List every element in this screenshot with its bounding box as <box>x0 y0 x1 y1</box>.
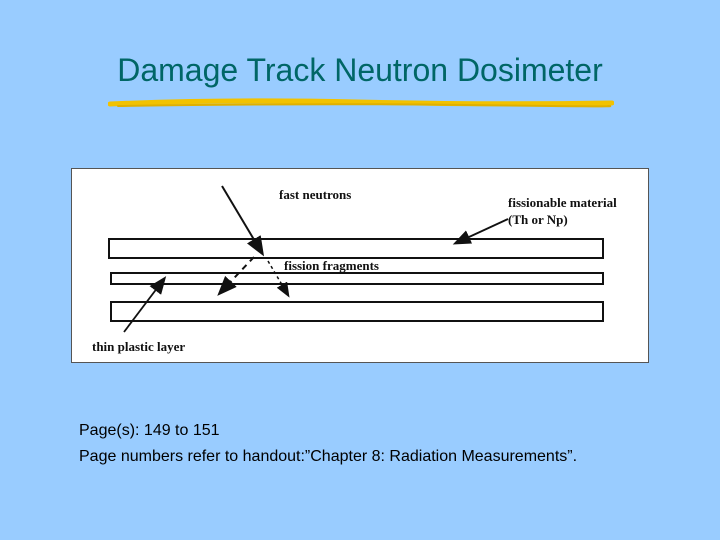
fast-neutron-arrow <box>221 185 265 257</box>
thin-plastic-arrow <box>123 276 167 333</box>
label-fast-neutrons: fast neutrons <box>279 187 352 202</box>
label-fissionable-material: fissionable material <box>508 195 617 210</box>
fissionable-layer <box>108 238 604 259</box>
page-reference-caption: Page(s): 149 to 151 Page numbers refer t… <box>79 418 577 470</box>
label-th-or-np: (Th or Np) <box>508 212 568 227</box>
dosimeter-drawing <box>108 185 604 333</box>
fission-fragment-track-left <box>217 256 255 296</box>
caption-pages: Page(s): 149 to 151 <box>79 422 220 439</box>
title-underline-decoration <box>108 98 614 108</box>
fissionable-material-arrow <box>452 218 509 245</box>
dosimeter-diagram: fast neutrons fissionable material (Th o… <box>71 168 649 363</box>
label-fission-fragments: fission fragments <box>284 258 379 273</box>
middle-plastic-layer <box>110 272 604 285</box>
caption-handout-note: Page numbers refer to handout:”Chapter 8… <box>79 448 578 465</box>
fission-fragment-track-right <box>267 260 290 298</box>
label-thin-plastic-layer: thin plastic layer <box>92 339 186 354</box>
slide-title: Damage Track Neutron Dosimeter <box>117 52 603 88</box>
bottom-plastic-layer <box>110 301 604 322</box>
